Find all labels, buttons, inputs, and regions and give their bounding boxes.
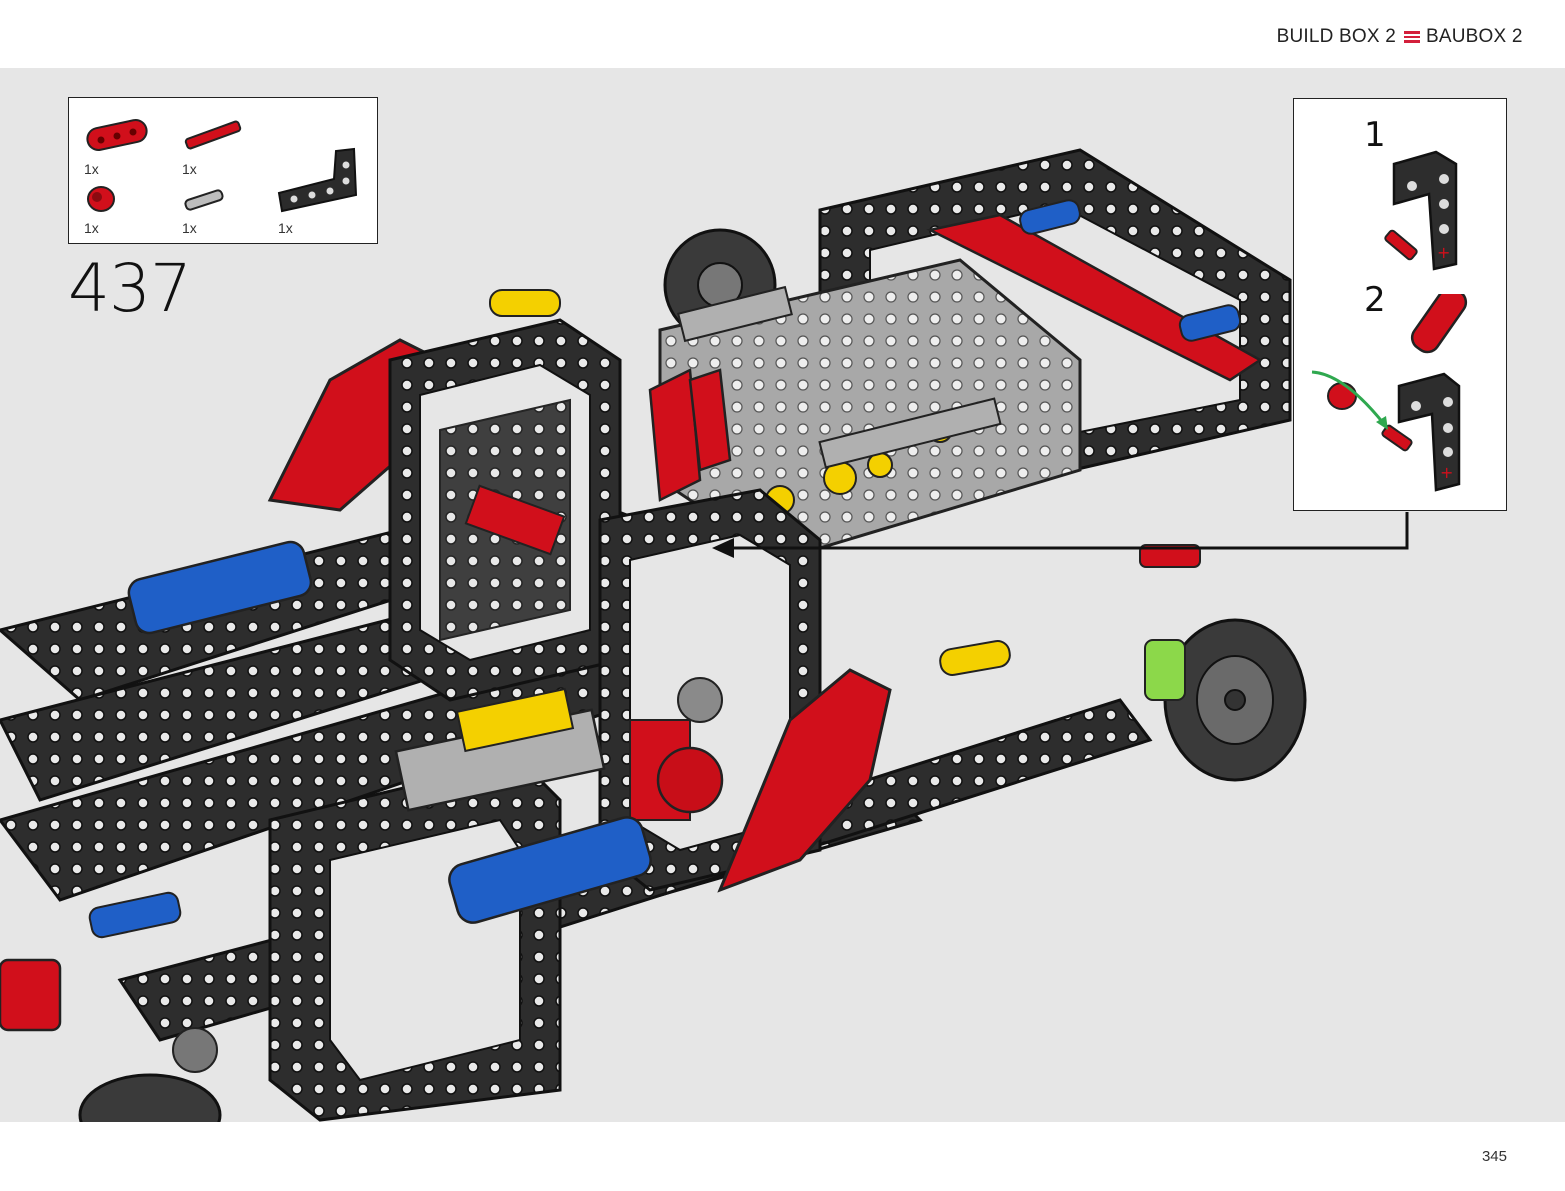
red-axle-pin bbox=[184, 120, 242, 150]
page-header: BUILD BOX 2 BAUBOX 2 bbox=[0, 0, 1565, 68]
svg-text:+: + bbox=[1440, 463, 1453, 482]
parts-qty-1: 1x bbox=[84, 161, 99, 177]
gray-pin bbox=[184, 189, 224, 211]
substep-2-illustration: + bbox=[1311, 294, 1468, 492]
parts-qty-2: 1x bbox=[182, 161, 197, 177]
step-number: 437 bbox=[68, 250, 192, 327]
black-l-beam bbox=[277, 147, 358, 213]
substep-1-illustration: + bbox=[1384, 150, 1458, 271]
parts-list: 1x 1x 1x 1x 1x bbox=[68, 97, 378, 244]
substep-callout: 1 + 2 + bbox=[1293, 98, 1507, 511]
page-number: 345 bbox=[1481, 1148, 1507, 1165]
parts-qty-5: 1x bbox=[278, 220, 293, 236]
parts-qty-3: 1x bbox=[84, 220, 99, 236]
substep-number-2: 2 bbox=[1364, 280, 1386, 320]
three-bar-icon bbox=[1404, 31, 1420, 43]
svg-text:+: + bbox=[1437, 243, 1450, 262]
red-beam-3 bbox=[86, 119, 148, 151]
build-box-label: BUILD BOX 2 bbox=[1276, 26, 1396, 47]
red-bush bbox=[87, 186, 115, 212]
parts-qty-4: 1x bbox=[182, 220, 197, 236]
baubox-label: BAUBOX 2 bbox=[1426, 26, 1523, 47]
substep-number-1: 1 bbox=[1364, 115, 1386, 155]
car-chassis-illustration bbox=[0, 148, 1409, 1122]
